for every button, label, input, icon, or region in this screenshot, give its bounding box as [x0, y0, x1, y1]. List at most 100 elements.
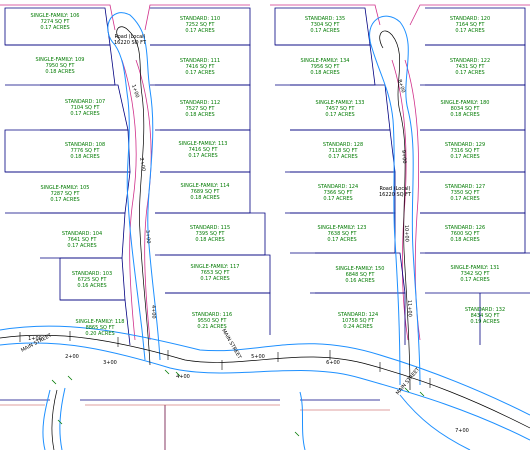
lot-label-type: STANDARD: 108 [65, 142, 105, 148]
lot-label-type: SINGLE-FAMILY: 134 [301, 58, 350, 64]
lot-label-sqft: 6848 SQ FT [346, 272, 376, 278]
lot-label-sqft: 7104 SQ FT [71, 105, 101, 111]
lot-label-sqft: 7638 SQ FT [328, 231, 358, 237]
lot-label-type: STANDARD: 104 [62, 231, 102, 237]
lot-label-acres: 0.24 ACRES [343, 324, 372, 330]
lot-label-type: STANDARD: 126 [445, 225, 485, 231]
cul-de-sac-left-label: Road (Local) [115, 34, 146, 40]
lot-lines [0, 7, 530, 450]
lot-label-acres: 0.17 ACRES [455, 70, 484, 76]
lot-label-sqft: 7274 SQ FT [41, 19, 71, 25]
lot-label-type: STANDARD: 124 [318, 184, 358, 190]
lot-label-type: SINGLE-FAMILY: 114 [181, 183, 230, 189]
station-label: 11+00 [406, 300, 413, 317]
lot-label-sqft: 7118 SQ FT [329, 148, 359, 154]
lot-label-acres: 0.18 ACRES [195, 237, 224, 243]
lot-label-sqft: 7956 SQ FT [311, 64, 341, 70]
station-labels: 1+00 2+00 3+00 4+00 5+00 6+00 7+00 1+00 … [28, 79, 469, 434]
lot-label-acres: 0.17 ACRES [323, 196, 352, 202]
station-label: 2+00 [65, 354, 79, 360]
easement-lines [0, 404, 390, 450]
lot-label-acres: 0.17 ACRES [200, 276, 229, 282]
lot-label-type: STANDARD: 111 [180, 58, 220, 64]
lot-label-acres: 0.18 ACRES [450, 112, 479, 118]
lot-label-type: SINGLE-FAMILY: 118 [76, 319, 125, 325]
lot-label-type: STANDARD: 122 [450, 58, 490, 64]
lot-label-acres: 0.18 ACRES [185, 112, 214, 118]
lot-label-sqft: 6725 SQ FT [78, 277, 108, 283]
station-label: 2+00 [138, 157, 146, 172]
lot-label-type: STANDARD: 129 [445, 142, 485, 148]
station-label: 10+00 [403, 225, 410, 242]
road-curbs [0, 12, 530, 450]
curb-markers [51, 369, 425, 437]
station-label: 4+00 [150, 305, 156, 319]
lot-label-type: STANDARD: 110 [180, 16, 220, 22]
road-centerlines [0, 26, 530, 450]
lot-label-acres: 0.17 ACRES [67, 243, 96, 249]
lot-label-type: STANDARD: 112 [180, 100, 220, 106]
lot-label-acres: 0.16 ACRES [77, 283, 106, 289]
lot-label-sqft: 7316 SQ FT [451, 148, 481, 154]
lot-label-acres: 0.17 ACRES [455, 28, 484, 34]
lot-label-acres: 0.21 ACRES [197, 324, 226, 330]
lot-label-sqft: 8034 SQ FT [451, 106, 481, 112]
cul-de-sac-left-area: 16220 SQ FT [114, 40, 147, 46]
lot-label-sqft: 7395 SQ FT [196, 231, 226, 237]
lot-label-sqft: 10758 SQ FT [342, 318, 375, 324]
lot-label-type: SINGLE-FAMILY: 123 [318, 225, 367, 231]
lot-label-acres: 0.17 ACRES [460, 277, 489, 283]
station-label: 9+00 [400, 150, 407, 164]
lot-label-sqft: 7287 SQ FT [51, 191, 81, 197]
station-label: 5+00 [251, 354, 265, 360]
lot-label-sqft: 7689 SQ FT [191, 189, 221, 195]
lot-label-acres: 0.17 ACRES [70, 111, 99, 117]
lot-label-sqft: 7457 SQ FT [326, 106, 356, 112]
lot-label-acres: 0.17 ACRES [327, 237, 356, 243]
lot-label-sqft: 7342 SQ FT [461, 271, 491, 277]
lot-label-acres: 0.17 ACRES [450, 154, 479, 160]
lot-label-type: STANDARD: 124 [338, 312, 378, 318]
lot-label-type: STANDARD: 115 [190, 225, 230, 231]
lot-label-acres: 0.18 ACRES [310, 70, 339, 76]
lot-label-sqft: 7527 SQ FT [186, 106, 216, 112]
lot-label-sqft: 7653 SQ FT [201, 270, 231, 276]
lot-label-type: STANDARD: 103 [72, 271, 112, 277]
lot-label-acres: 0.17 ACRES [40, 25, 69, 31]
lot-label-sqft: 7641 SQ FT [68, 237, 98, 243]
lot-label-type: SINGLE-FAMILY: 133 [316, 100, 365, 106]
lot-label-sqft: 7252 SQ FT [186, 22, 216, 28]
road-labels: Road (Local) 16220 SQ FT Road (Local) 16… [20, 34, 422, 396]
lot-label-acres: 0.18 ACRES [45, 69, 74, 75]
cul-de-sac-right-label: Road (Local) [380, 186, 411, 192]
station-label: 7+00 [455, 428, 469, 434]
lot-labels: SINGLE-FAMILY: 106 7274 SQ FT 0.17 ACRES… [31, 13, 506, 337]
lot-label-acres: 0.18 ACRES [190, 195, 219, 201]
lot-label-type: STANDARD: 127 [445, 184, 485, 190]
station-label: 3+00 [144, 230, 151, 244]
lot-label-sqft: 8434 SQ FT [471, 313, 501, 319]
lot-label-sqft: 7164 SQ FT [456, 22, 486, 28]
lot-label-sqft: 7366 SQ FT [324, 190, 354, 196]
lot-label-type: SINGLE-FAMILY: 150 [336, 266, 385, 272]
parcel-boundary [0, 4, 530, 341]
lot-label-sqft: 9550 SQ FT [198, 318, 228, 324]
lot-label-sqft: 7431 SQ FT [456, 64, 486, 70]
lot-label-acres: 0.17 ACRES [188, 153, 217, 159]
lot-label-type: SINGLE-FAMILY: 105 [41, 185, 90, 191]
lot-label-acres: 0.19 ACRES [470, 319, 499, 325]
lot-label-acres: 0.17 ACRES [450, 196, 479, 202]
lot-label-type: STANDARD: 116 [192, 312, 232, 318]
lot-label-acres: 0.16 ACRES [345, 278, 374, 284]
lot-label-type: STANDARD: 135 [305, 16, 345, 22]
lot-label-acres: 0.17 ACRES [310, 28, 339, 34]
lot-label-acres: 0.17 ACRES [185, 70, 214, 76]
station-label: 1+00 [28, 336, 42, 342]
lot-label-type: SINGLE-FAMILY: 117 [191, 264, 240, 270]
lot-label-acres: 0.17 ACRES [185, 28, 214, 34]
lot-label-type: SINGLE-FAMILY: 113 [179, 141, 228, 147]
station-label: 3+00 [103, 360, 117, 366]
lot-label-acres: 0.17 ACRES [328, 154, 357, 160]
station-label: 1+00 [130, 84, 140, 99]
